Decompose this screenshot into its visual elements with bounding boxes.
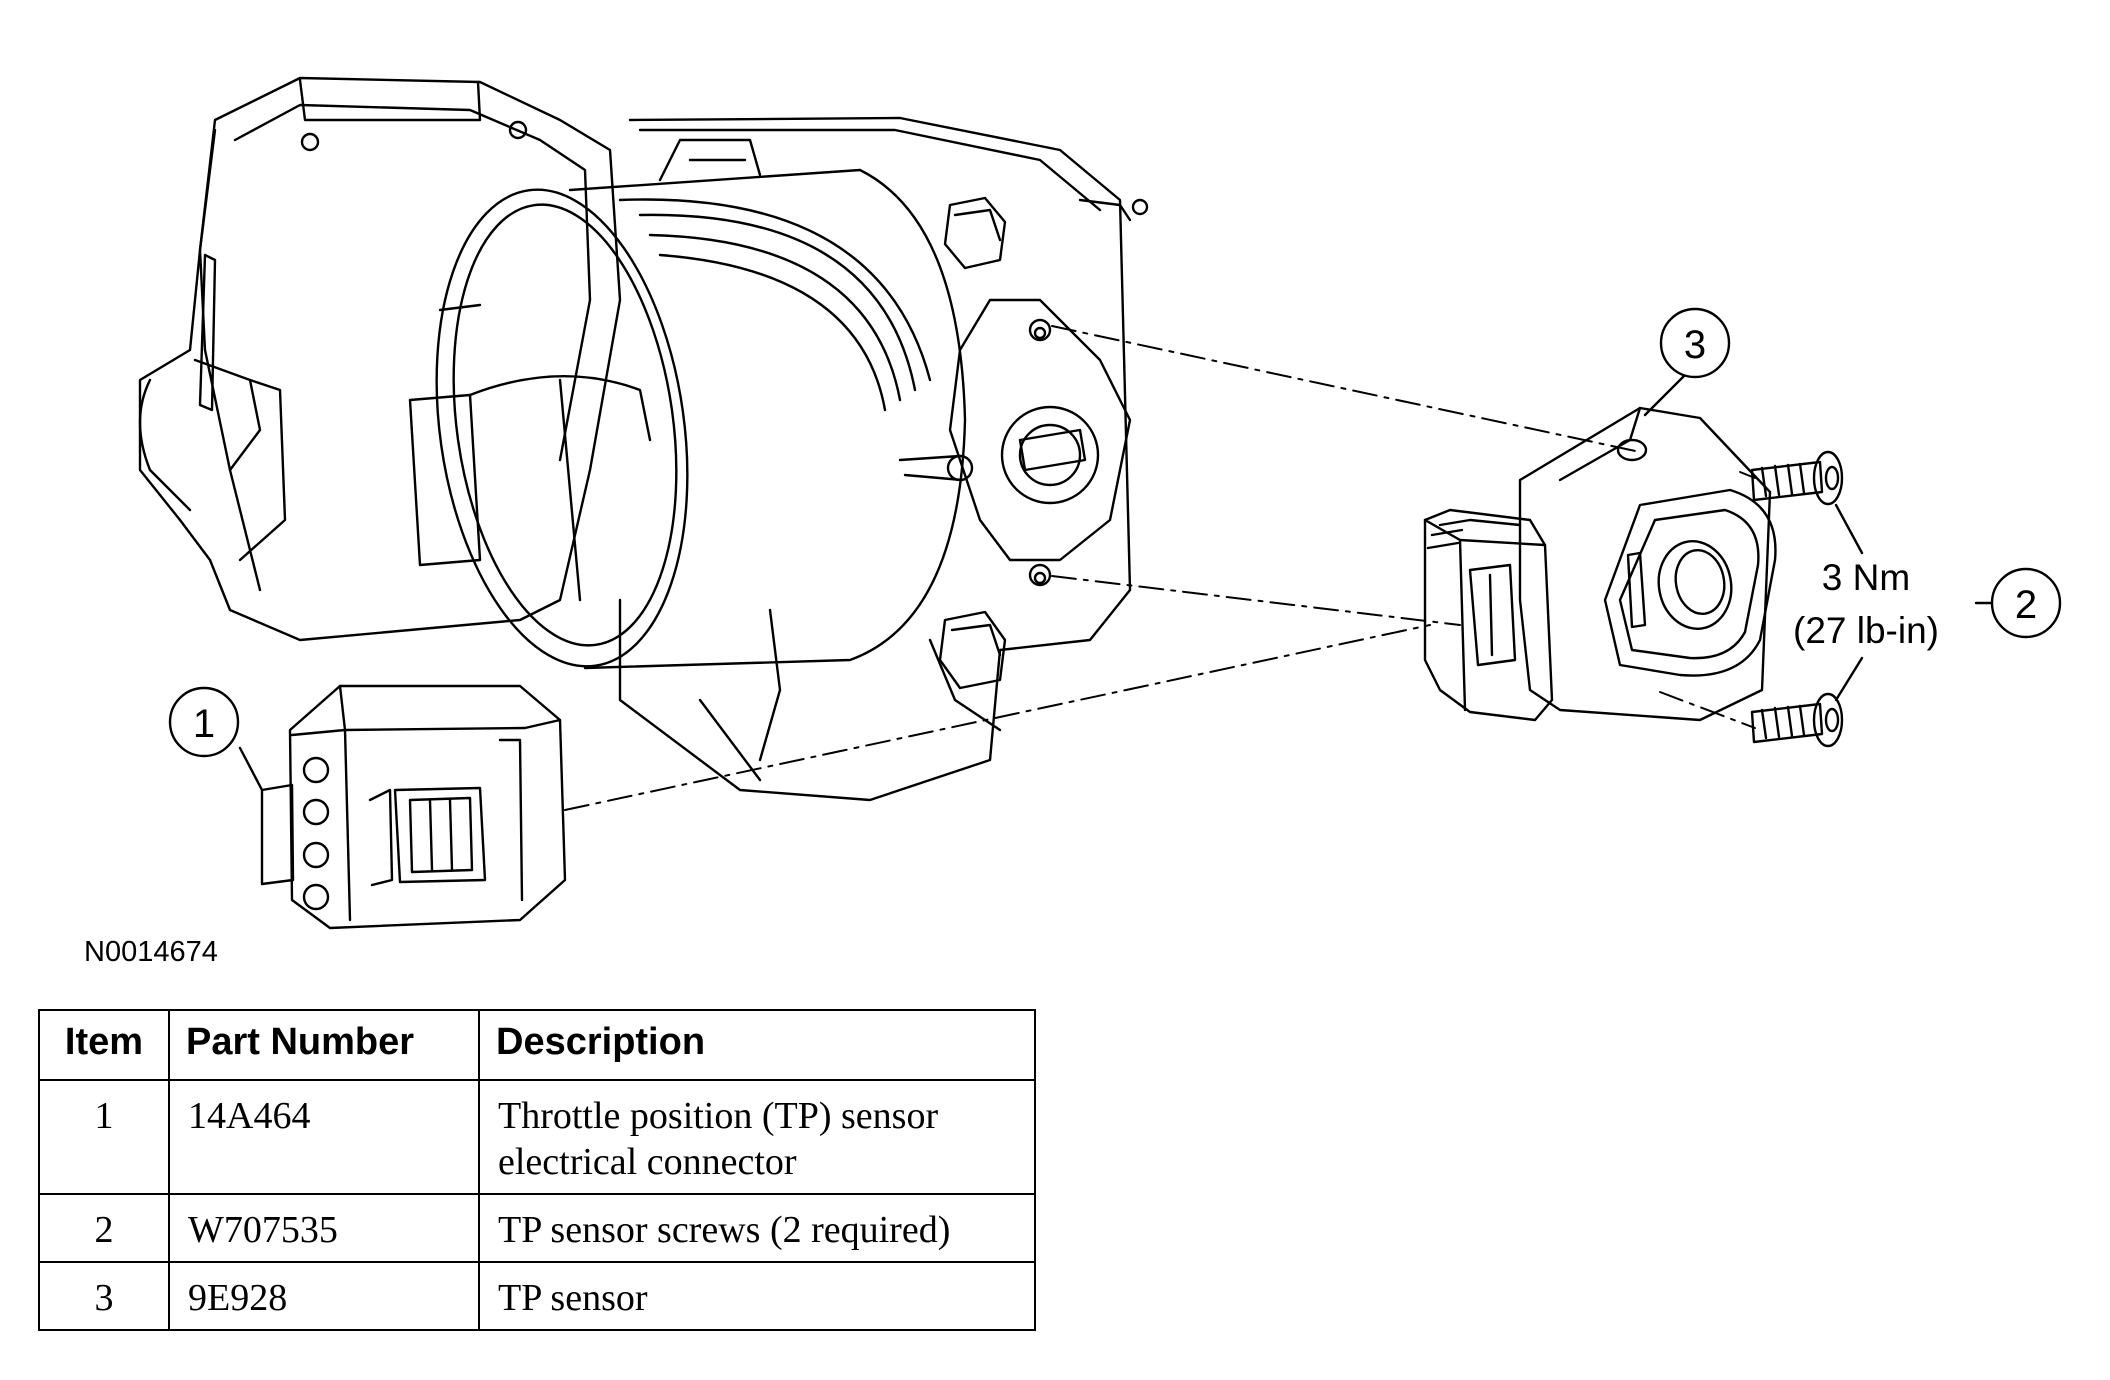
header-item: Item	[38, 1009, 170, 1081]
row-3-part-number: 9E928	[168, 1261, 480, 1331]
row-2-part-number: W707535	[168, 1193, 480, 1263]
callout-2: 2	[1990, 567, 2062, 639]
table-header-row: Item Part Number Description	[38, 1009, 1036, 1081]
torque-leader-lower	[1834, 656, 1864, 702]
row-2-description: TP sensor screws (2 required)	[478, 1193, 1036, 1263]
callout-1-leader	[238, 746, 264, 792]
table-row: 3 9E928 TP sensor	[38, 1261, 1036, 1331]
callout-3-leader	[1643, 370, 1690, 417]
header-part-number: Part Number	[168, 1009, 480, 1081]
row-3-item: 3	[38, 1261, 170, 1331]
callout-1-number: 1	[193, 702, 215, 746]
row-1-description-line2: electrical connector	[498, 1141, 797, 1183]
row-1-part-number: 14A464	[168, 1079, 480, 1195]
row-2-description-line1: TP sensor screws (2 required)	[498, 1209, 951, 1251]
torque-spec-metric: 3 Nm	[1822, 557, 1910, 598]
alignment-lines	[564, 325, 1756, 811]
tp-sensor-screw-upper	[1750, 450, 1844, 506]
torque-spec-imperial: (27 lb-in)	[1793, 610, 1939, 651]
callout-1: 1	[168, 686, 240, 758]
throttle-body	[138, 76, 1149, 802]
row-1-item: 1	[38, 1079, 170, 1195]
table-row: 1 14A464 Throttle position (TP) sensor e…	[38, 1079, 1036, 1195]
tp-sensor-screw-lower	[1750, 692, 1844, 748]
tp-sensor	[1423, 406, 1777, 722]
figure-id: N0014674	[84, 936, 218, 968]
row-1-description: Throttle position (TP) sensor electrical…	[478, 1079, 1036, 1195]
row-1-description-line1: Throttle position (TP) sensor	[498, 1095, 939, 1137]
header-description: Description	[478, 1009, 1036, 1081]
callout-3-number: 3	[1684, 323, 1706, 367]
row-2-item: 2	[38, 1193, 170, 1263]
callout-2-number: 2	[2015, 583, 2037, 627]
row-3-description: TP sensor	[478, 1261, 1036, 1331]
tp-sensor-connector	[260, 684, 567, 930]
table-row: 2 W707535 TP sensor screws (2 required)	[38, 1193, 1036, 1263]
exploded-view-diagram: 1 2 3 3 Nm (27 lb-in)	[138, 76, 2062, 930]
row-3-description-line1: TP sensor	[498, 1277, 648, 1319]
torque-leader-upper	[1834, 503, 1864, 555]
parts-table: Item Part Number Description 1 14A464 Th…	[38, 1009, 1036, 1331]
callout-3: 3	[1659, 307, 1731, 379]
